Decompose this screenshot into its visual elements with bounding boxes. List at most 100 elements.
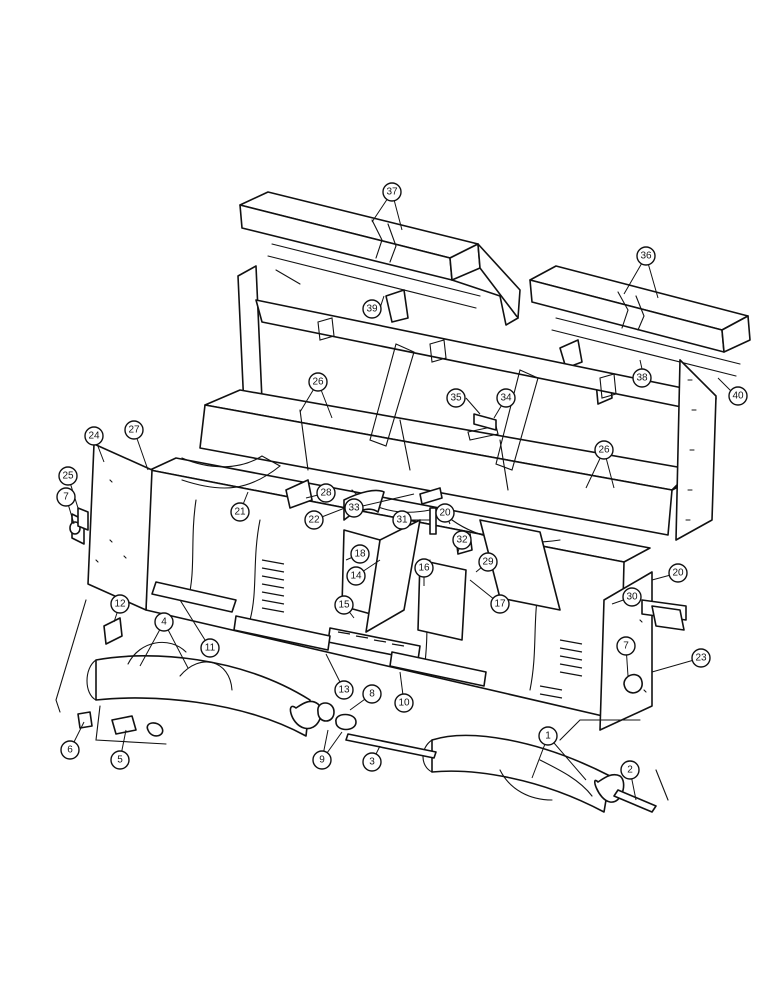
callout-circle — [691, 648, 711, 668]
callout-label: 21 — [234, 507, 246, 518]
callout-21: 21 — [230, 502, 250, 522]
callout-label: 2 — [627, 765, 633, 776]
callout-circle — [334, 595, 354, 615]
callout-39: 39 — [362, 299, 382, 319]
callout-24: 24 — [84, 426, 104, 446]
callout-label: 36 — [640, 251, 652, 262]
callout-26a: 26 — [308, 372, 328, 392]
callout-label: 34 — [500, 393, 512, 404]
callout-circle — [446, 388, 466, 408]
callout-label: 40 — [732, 391, 744, 402]
callout-36: 36 — [636, 246, 656, 266]
callout-label: 9 — [319, 755, 325, 766]
callout-circle — [110, 750, 130, 770]
callout-circle — [200, 638, 220, 658]
callout-circle — [362, 684, 382, 704]
callout-circle — [60, 740, 80, 760]
callout-circle — [312, 750, 332, 770]
upper-cover-left — [239, 191, 521, 326]
callout-circle — [316, 483, 336, 503]
callout-circle — [362, 299, 382, 319]
callout-circle — [84, 426, 104, 446]
callout-circle — [392, 510, 412, 530]
callout-label: 1 — [545, 731, 551, 742]
right-side-panel — [599, 571, 687, 731]
callout-25: 25 — [58, 466, 78, 486]
callout-label: 12 — [114, 599, 126, 610]
callout-14: 14 — [346, 566, 366, 586]
callout-label: 7 — [63, 492, 69, 503]
callout-label: 25 — [62, 471, 74, 482]
callout-label: 6 — [67, 745, 73, 756]
callout-label: 26 — [598, 445, 610, 456]
callout-12: 12 — [110, 594, 130, 614]
callout-31: 31 — [392, 510, 412, 530]
callout-17: 17 — [490, 594, 510, 614]
callout-label: 22 — [308, 515, 320, 526]
callout-circle — [616, 636, 636, 656]
callout-circle — [636, 246, 656, 266]
callout-label: 27 — [128, 425, 140, 436]
callout-circle — [154, 612, 174, 632]
callout-circle — [394, 693, 414, 713]
callout-label: 23 — [695, 653, 707, 664]
callout-label: 29 — [482, 557, 494, 568]
callout-label: 5 — [117, 755, 123, 766]
callout-1: 1 — [538, 726, 558, 746]
callout-34: 34 — [496, 388, 516, 408]
callout-circle — [58, 466, 78, 486]
callout-20b: 20 — [668, 563, 688, 583]
callout-label: 7 — [623, 641, 629, 652]
callout-7b: 7 — [616, 636, 636, 656]
callout-18: 18 — [350, 544, 370, 564]
callout-label: 18 — [354, 549, 366, 560]
callout-circle — [350, 544, 370, 564]
callout-circle — [382, 182, 402, 202]
callout-circle — [452, 530, 472, 550]
callout-32: 32 — [452, 530, 472, 550]
callout-circle — [344, 498, 364, 518]
callout-circle — [496, 388, 516, 408]
callout-circle — [124, 420, 144, 440]
callout-label: 31 — [396, 515, 408, 526]
callout-27: 27 — [124, 420, 144, 440]
main-frame — [199, 265, 717, 541]
callout-28: 28 — [316, 483, 336, 503]
auger-left — [77, 641, 357, 737]
callout-circle — [362, 752, 382, 772]
callout-circle — [334, 680, 354, 700]
callout-label: 15 — [338, 600, 350, 611]
callout-label: 24 — [88, 431, 100, 442]
callout-label: 20 — [439, 508, 451, 519]
callout-label: 10 — [398, 698, 410, 709]
callout-circle — [346, 566, 366, 586]
callout-29: 29 — [478, 552, 498, 572]
callout-30: 30 — [622, 587, 642, 607]
callout-label: 35 — [450, 393, 462, 404]
left-side-panel — [69, 443, 153, 611]
callout-label: 16 — [418, 563, 430, 574]
callout-label: 30 — [626, 592, 638, 603]
callout-label: 28 — [320, 488, 332, 499]
callout-5: 5 — [110, 750, 130, 770]
callout-label: 33 — [348, 503, 360, 514]
callout-circle — [668, 563, 688, 583]
callout-label: 3 — [369, 757, 375, 768]
callout-circle — [478, 552, 498, 572]
callout-label: 39 — [366, 304, 378, 315]
callout-37: 37 — [382, 182, 402, 202]
auger-right — [345, 733, 657, 813]
callout-9: 9 — [312, 750, 332, 770]
callout-label: 38 — [636, 373, 648, 384]
callout-16: 16 — [414, 558, 434, 578]
callout-35: 35 — [446, 388, 466, 408]
callout-label: 20 — [672, 568, 684, 579]
callout-circle — [230, 502, 250, 522]
callout-6: 6 — [60, 740, 80, 760]
callout-label: 32 — [456, 535, 468, 546]
callout-label: 13 — [338, 685, 350, 696]
callout-33: 33 — [344, 498, 364, 518]
callout-circle — [110, 594, 130, 614]
